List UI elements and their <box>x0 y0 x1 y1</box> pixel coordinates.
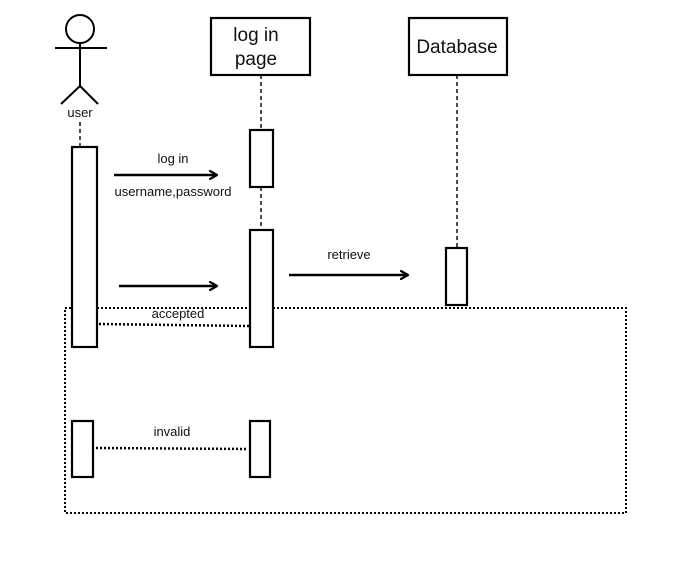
database-box <box>407 16 509 77</box>
login-page-activation-1 <box>248 128 275 189</box>
retrieve-message-label: retrieve <box>327 247 370 262</box>
database-title: Database <box>416 37 497 58</box>
actor-left-leg <box>60 85 81 105</box>
database-participant: Database <box>407 16 509 77</box>
login-message-label: log in <box>157 151 188 166</box>
user-activation-invalid <box>70 419 95 479</box>
actor-head-icon <box>65 14 95 44</box>
login-page-participant: log in page <box>209 16 312 77</box>
login-page-activation-3 <box>248 419 272 479</box>
invalid-label: invalid <box>154 424 191 439</box>
user-label: user <box>67 105 93 120</box>
accepted-return-line <box>98 322 250 328</box>
alt-fragment-frame <box>64 307 627 514</box>
user-actor: user <box>55 14 107 120</box>
login-page-activation-2 <box>248 228 275 349</box>
invalid-return-line <box>95 446 249 451</box>
actor-right-leg <box>79 85 99 105</box>
credentials-label: username,password <box>114 184 231 199</box>
database-activation <box>444 246 469 307</box>
login-page-title-line2: page <box>235 49 277 70</box>
login-page-title-line1: log in <box>233 25 278 46</box>
accepted-label: accepted <box>152 306 205 321</box>
user-activation-main <box>70 145 99 349</box>
login-page-box <box>209 16 312 77</box>
